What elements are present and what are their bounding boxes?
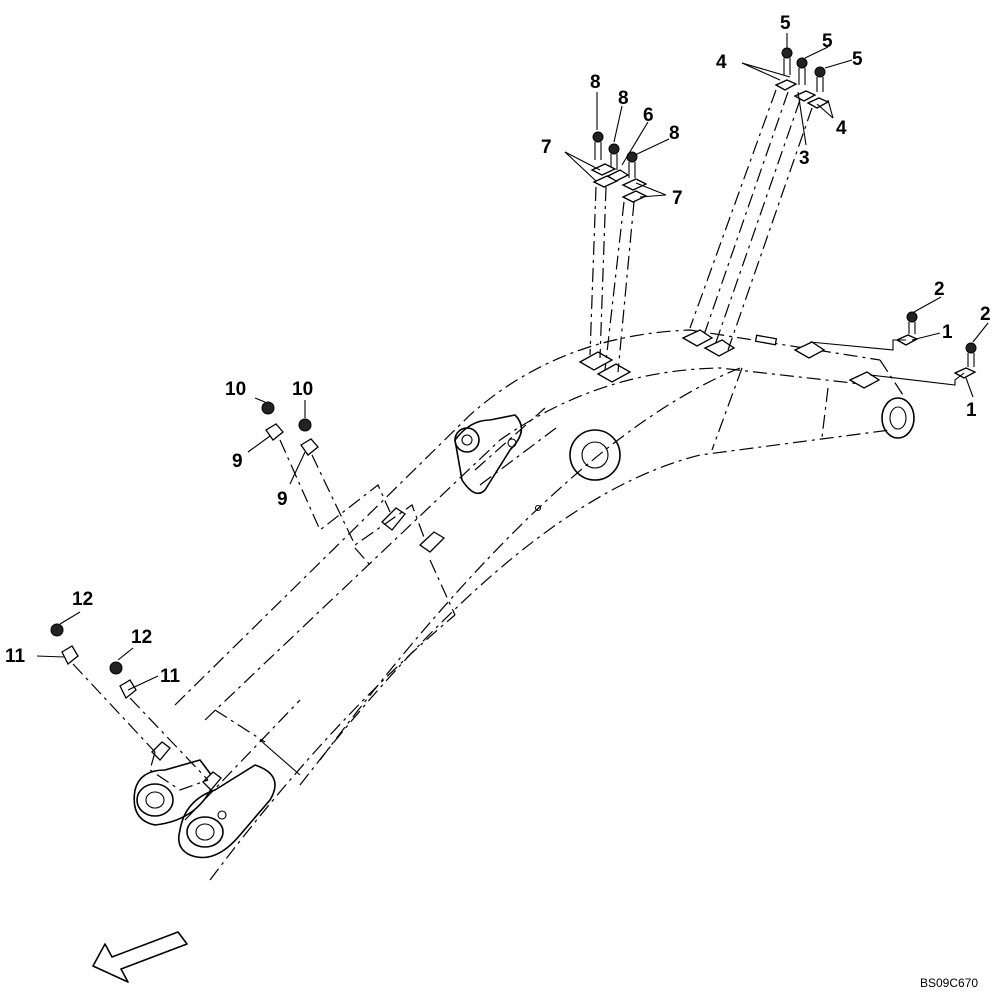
callout-9a: 9 — [232, 451, 243, 472]
part-11-12-group — [50, 623, 209, 791]
boom-foot-bracket — [454, 407, 621, 512]
callout-4b: 4 — [836, 118, 847, 139]
callout-7b: 7 — [672, 188, 683, 209]
callout-2a: 2 — [934, 279, 945, 300]
callout-7a: 7 — [541, 137, 552, 158]
callout-8a: 8 — [590, 72, 601, 93]
callout-4a: 4 — [716, 52, 727, 73]
callout-5c: 5 — [852, 49, 863, 70]
callout-8c: 8 — [669, 123, 680, 144]
part-3-4-5-group — [689, 47, 830, 351]
callout-12a: 12 — [72, 589, 93, 610]
callout-6: 6 — [643, 105, 654, 126]
callout-labels: 5 5 5 4 4 3 8 8 6 8 7 7 2 2 1 1 10 10 9 … — [5, 13, 991, 687]
callout-12b: 12 — [131, 627, 152, 648]
callout-1b: 1 — [966, 400, 977, 421]
leader-lines — [36, 33, 989, 691]
boom-outline — [174, 329, 891, 881]
drawing-code: BS09C670 — [920, 976, 978, 990]
boom-foot-end — [133, 739, 301, 859]
front-direction-arrow-icon — [92, 931, 188, 983]
part-1-2-group — [809, 311, 977, 386]
callout-2b: 2 — [980, 304, 991, 325]
callout-10a: 10 — [225, 379, 246, 400]
callout-11b: 11 — [160, 666, 181, 687]
callout-5b: 5 — [822, 31, 833, 52]
callout-11a: 11 — [5, 646, 26, 667]
callout-8b: 8 — [618, 88, 629, 109]
callout-3: 3 — [799, 148, 810, 169]
boom-head — [879, 359, 915, 439]
callout-1a: 1 — [942, 322, 953, 343]
boom-clamps — [151, 329, 881, 791]
part-6-7-8-group — [589, 131, 648, 373]
callout-9b: 9 — [277, 489, 288, 510]
part-9-10-group — [261, 401, 426, 566]
callout-5a: 5 — [780, 13, 791, 34]
callout-10b: 10 — [292, 379, 313, 400]
